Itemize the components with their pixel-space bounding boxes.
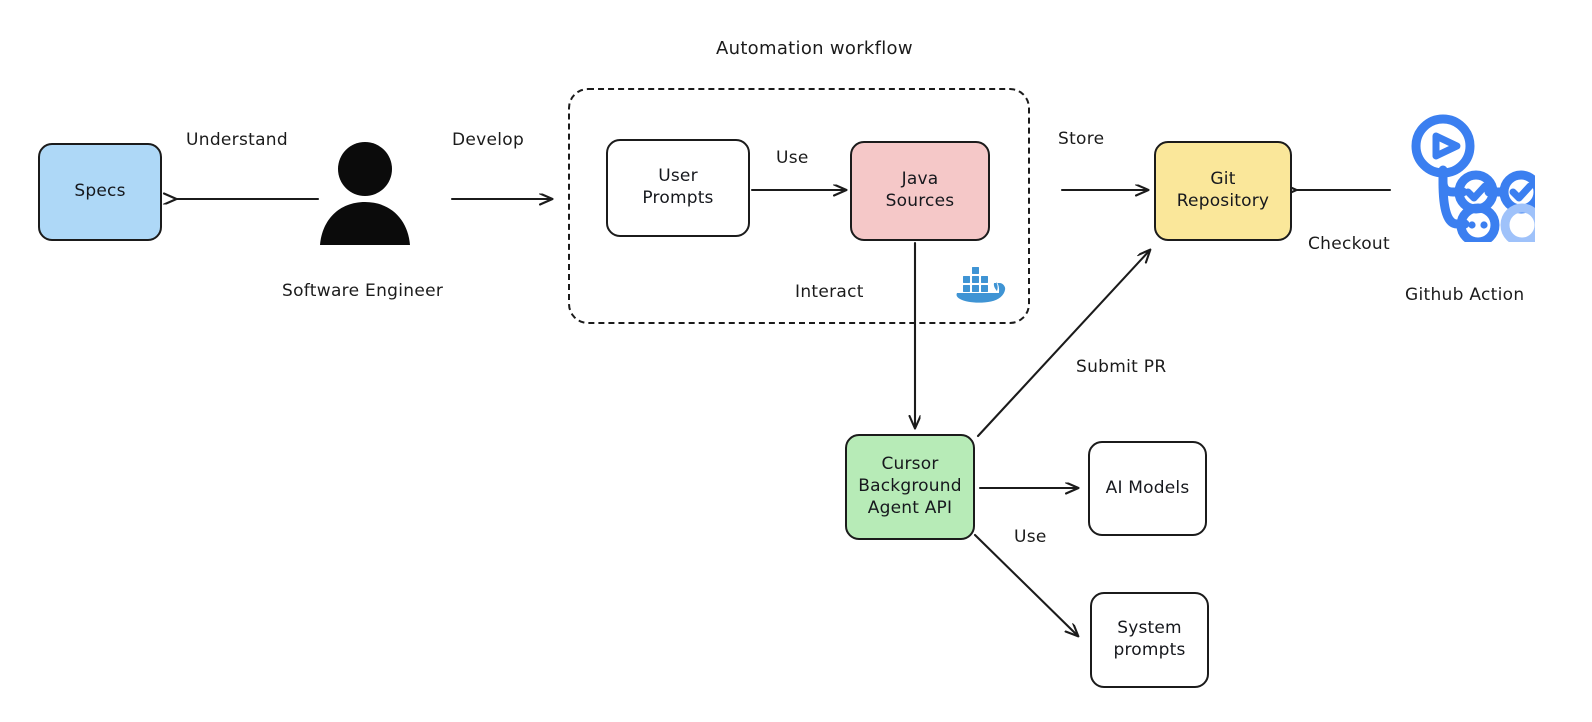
edge-use-system-prompts <box>973 533 1078 636</box>
automation-workflow-group <box>568 88 1030 324</box>
edge-label-use-models: Use <box>1014 527 1047 547</box>
edge-label-use-prompts-java: Use <box>776 148 809 168</box>
edge-label-store: Store <box>1058 129 1105 149</box>
edge-label-understand: Understand <box>186 130 288 150</box>
caption-software-engineer: Software Engineer <box>282 281 444 301</box>
caption-github-action: Github Action <box>1405 285 1525 305</box>
node-java-sources[interactable]: Java Sources <box>850 141 990 241</box>
node-ai-models-label: AI Models <box>1105 477 1190 498</box>
node-git-repository-label: Git Repository <box>1176 169 1270 211</box>
node-java-sources-label: Java Sources <box>885 169 955 211</box>
edge-label-submit-pr: Submit PR <box>1076 357 1167 377</box>
node-system-prompts[interactable]: System prompts <box>1090 592 1209 688</box>
node-user-prompts[interactable]: User Prompts <box>606 139 750 237</box>
edge-label-develop: Develop <box>452 130 525 150</box>
github-actions-icon <box>1405 112 1544 247</box>
node-user-prompts-label: User Prompts <box>642 166 714 208</box>
edge-label-interact: Interact <box>795 282 864 302</box>
node-system-prompts-label: System prompts <box>1113 618 1186 660</box>
automation-workflow-title: Automation workflow <box>716 38 913 59</box>
edge-label-checkout: Checkout <box>1308 234 1390 254</box>
docker-whale-icon <box>955 263 1007 305</box>
node-cursor-background-agent-api-label: Cursor Background Agent API <box>858 454 962 518</box>
node-ai-models[interactable]: AI Models <box>1088 441 1207 536</box>
node-git-repository[interactable]: Git Repository <box>1154 141 1292 241</box>
node-specs[interactable]: Specs <box>38 143 162 241</box>
node-specs-label: Specs <box>74 181 126 202</box>
node-cursor-background-agent-api[interactable]: Cursor Background Agent API <box>845 434 975 540</box>
software-engineer-person-icon <box>315 140 415 250</box>
